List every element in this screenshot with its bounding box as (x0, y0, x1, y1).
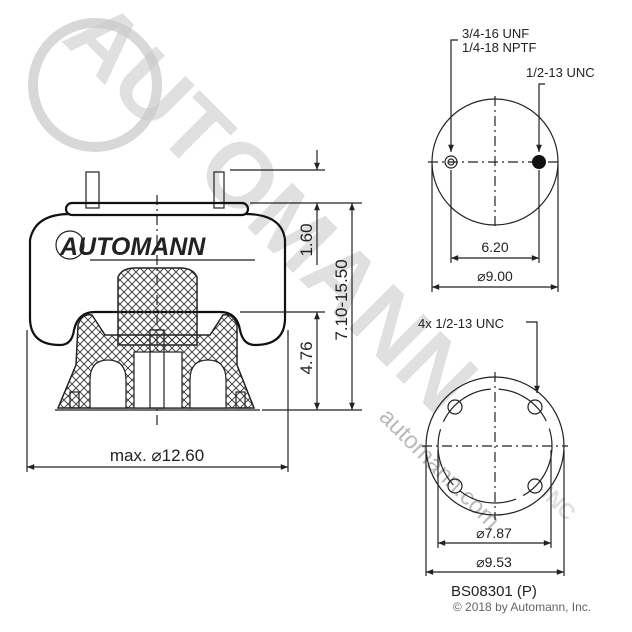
piston-cavity (89, 359, 227, 409)
stud-right (213, 171, 225, 209)
side-view: AUTOMANN 1.60 4.76 7.10-15.50 max. ⌀12.6… (26, 150, 362, 472)
copyright: © 2018 by Automann, Inc. (453, 600, 591, 614)
air-port-inner (447, 158, 455, 166)
watermark-logo-circle (28, 18, 162, 152)
top-view: 3/4-16 UNF 1/4-18 NPTF 1/2-13 UNC 6.20 ⌀… (428, 26, 595, 292)
bolt-hole (447, 399, 463, 415)
dim-label-diameter: ⌀9.53 (476, 554, 512, 570)
dim-label-height: 7.10-15.50 (332, 259, 351, 340)
bellows-logo: AUTOMANN (59, 233, 206, 261)
part-number: BS08301 (P) (451, 583, 537, 600)
dim-label-piston: 4.76 (297, 341, 316, 374)
stud-label: 1/2-13 UNC (526, 65, 595, 80)
logo-circle (55, 230, 85, 260)
dim-label-bolt-circle: ⌀7.87 (476, 525, 512, 541)
dim-label-stud: 1.60 (297, 223, 316, 256)
center-bolt (149, 329, 165, 409)
stud-left (85, 171, 100, 209)
base-insert-right (235, 391, 246, 409)
bumper (117, 267, 198, 346)
stud-dot (532, 155, 546, 169)
dim-label-diameter: max. ⌀12.60 (110, 446, 204, 465)
bolt-hole (447, 478, 463, 494)
stud-leader (536, 83, 545, 152)
dim-label-diameter: ⌀9.00 (477, 268, 513, 284)
port-leader (448, 39, 458, 152)
air-port-icon (444, 155, 458, 169)
bolt-leader (526, 321, 540, 393)
dim-label-spacing: 6.20 (481, 239, 508, 255)
port-label-2: 1/4-18 NPTF (462, 40, 536, 55)
bolt-label: 4x 1/2-13 UNC (418, 316, 504, 331)
bottom-view: 4x 1/2-13 UNC ⌀7.87 ⌀9.53 (418, 316, 568, 576)
port-label-1: 3/4-16 UNF (462, 26, 529, 41)
base-insert-left (69, 391, 80, 409)
bolt-hole (527, 399, 543, 415)
watermark-inc: INC (536, 481, 581, 526)
bolt-hole (527, 478, 543, 494)
piston-core (133, 351, 183, 409)
